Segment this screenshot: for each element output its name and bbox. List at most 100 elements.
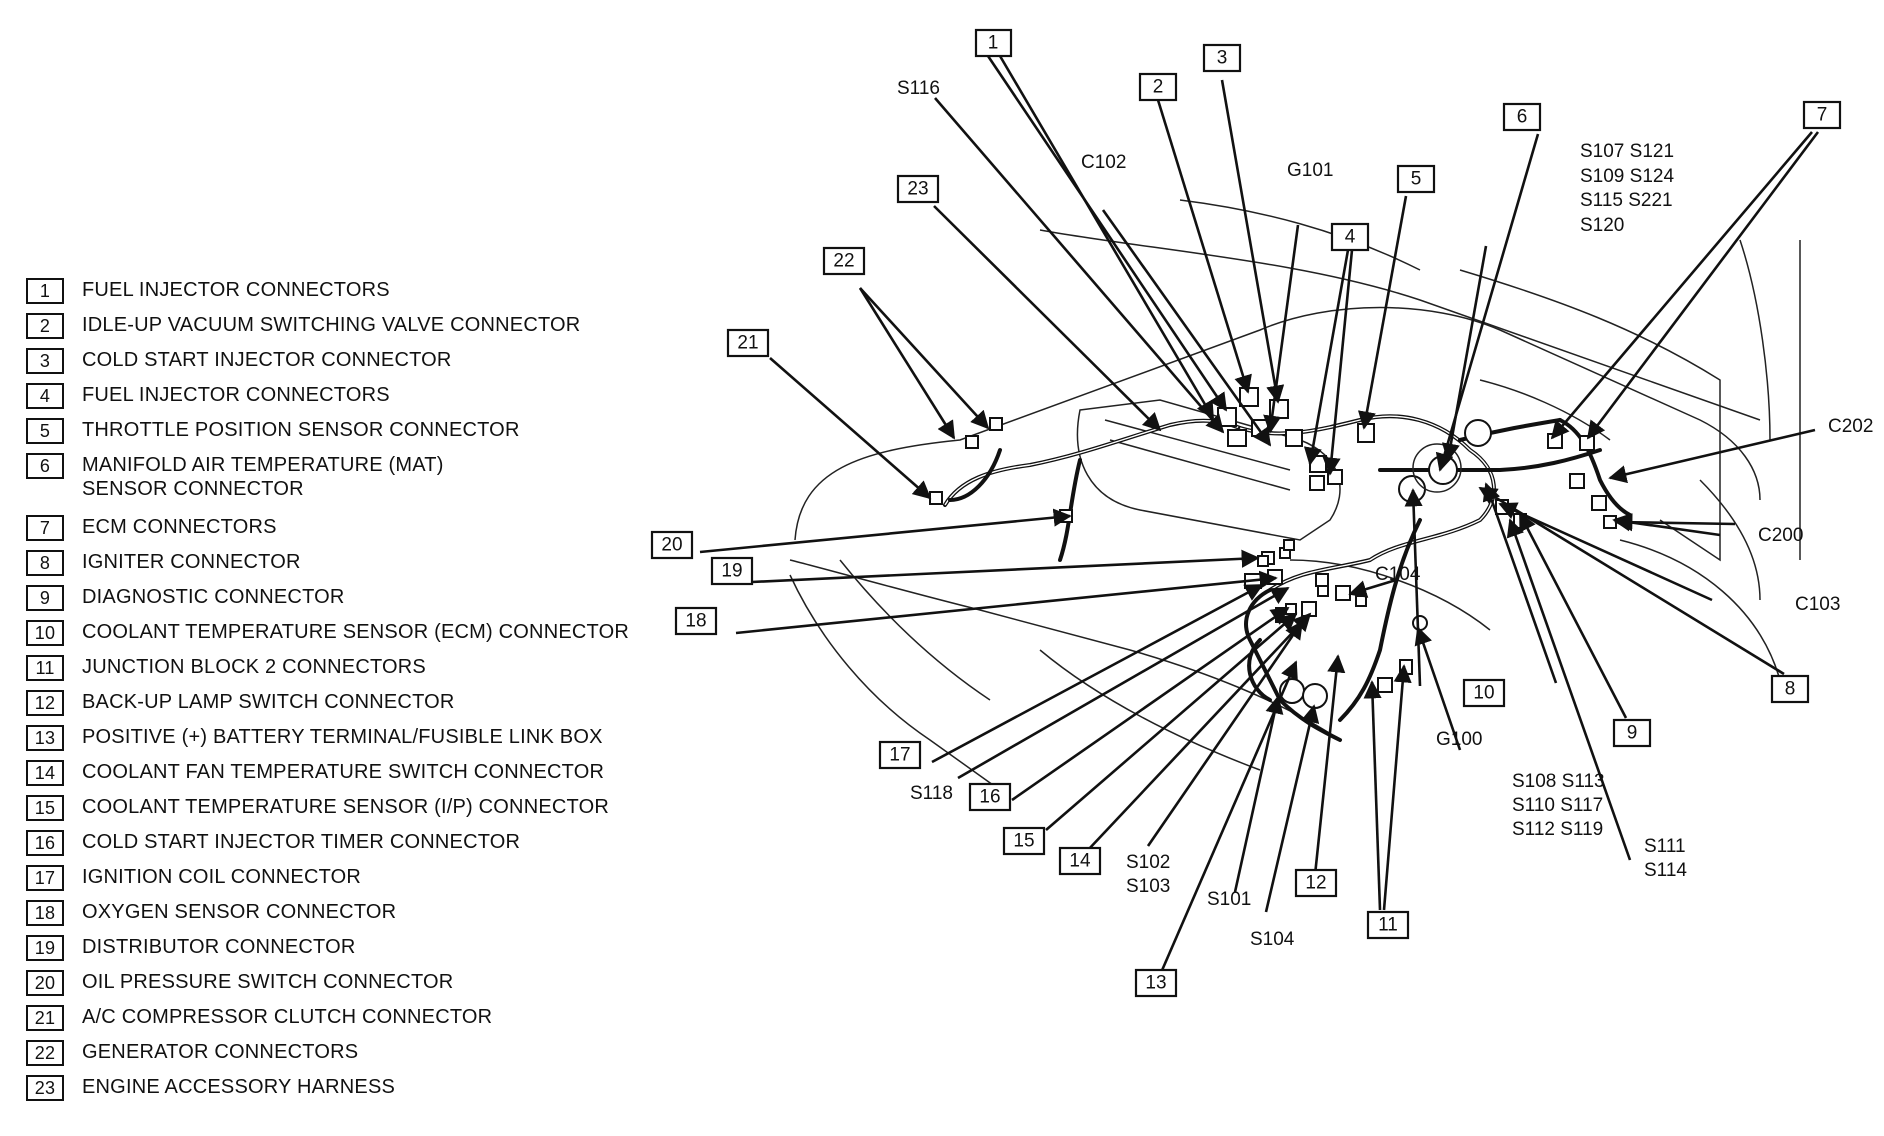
callout-number: 4 (1345, 227, 1356, 248)
legend-item: 1 FUEL INJECTOR CONNECTORS (26, 278, 666, 313)
callout-number: 7 (1817, 105, 1828, 126)
legend-item: 12 BACK-UP LAMP SWITCH CONNECTOR (26, 690, 666, 725)
splice-label-s115-s221: S115 S221 (1580, 190, 1673, 211)
callout-number: 8 (1785, 679, 1796, 700)
splice-label-s114: S114 (1644, 860, 1687, 881)
legend-label: FUEL INJECTOR CONNECTORS (82, 384, 390, 406)
callout-number: 5 (1411, 169, 1422, 190)
legend-item: 8 IGNITER CONNECTOR (26, 550, 666, 585)
callout-12: 12 (1294, 868, 1338, 898)
legend-item: 4 FUEL INJECTOR CONNECTORS (26, 383, 666, 418)
legend-label: IDLE-UP VACUUM SWITCHING VALVE CONNECTOR (82, 314, 581, 336)
splice-label-s116: S116 (897, 78, 940, 99)
callout-13: 13 (1134, 968, 1178, 998)
callout-number: 16 (979, 787, 1000, 808)
legend-number: 20 (26, 970, 64, 996)
callout-number: 14 (1069, 851, 1091, 872)
connector-label-c104: C104 (1375, 564, 1421, 585)
legend-label: MANIFOLD AIR TEMPERATURE (MAT) SENSOR CO… (82, 454, 444, 500)
callout-number: 17 (889, 745, 910, 766)
legend-number: 1 (26, 278, 64, 304)
callout-number: 15 (1013, 831, 1034, 852)
splice-label-s101: S101 (1207, 889, 1251, 910)
callout-7: 7 (1802, 100, 1842, 130)
splice-label-s107-s121: S107 S121 (1580, 141, 1674, 162)
connector-label-c103: C103 (1795, 594, 1840, 615)
callout-17: 17 (878, 740, 922, 770)
callout-number: 13 (1145, 973, 1166, 994)
legend-item: 11 JUNCTION BLOCK 2 CONNECTORS (26, 655, 666, 690)
splice-label-s103: S103 (1126, 876, 1170, 897)
callout-5: 5 (1396, 164, 1436, 194)
callout-number: 9 (1627, 723, 1638, 744)
callout-number: 11 (1378, 915, 1398, 936)
legend-number: 21 (26, 1005, 64, 1031)
legend-label: IGNITER CONNECTOR (82, 551, 301, 573)
legend-number: 4 (26, 383, 64, 409)
legend-label: COLD START INJECTOR CONNECTOR (82, 349, 452, 371)
callout-23: 23 (896, 174, 940, 204)
callout-9: 9 (1612, 718, 1652, 748)
legend-number: 12 (26, 690, 64, 716)
callout-number: 18 (685, 611, 706, 632)
callout-3: 3 (1202, 43, 1242, 73)
legend-number: 17 (26, 865, 64, 891)
splice-label-s112-s119: S112 S119 (1512, 819, 1603, 840)
legend-label: JUNCTION BLOCK 2 CONNECTORS (82, 656, 426, 678)
callout-15: 15 (1002, 826, 1046, 856)
legend-label: POSITIVE (+) BATTERY TERMINAL/FUSIBLE LI… (82, 726, 603, 748)
legend-number: 8 (26, 550, 64, 576)
callout-number: 20 (661, 535, 682, 556)
connector-label-c202: C202 (1828, 416, 1873, 437)
callout-21: 21 (726, 328, 770, 358)
callout-2: 2 (1138, 72, 1178, 102)
callout-20: 20 (650, 530, 694, 560)
splice-label-s102: S102 (1126, 852, 1170, 873)
splice-label-s118: S118 (910, 783, 953, 804)
legend-label: ENGINE ACCESSORY HARNESS (82, 1076, 396, 1098)
legend-number: 11 (26, 655, 64, 681)
splice-label-s109-s124: S109 S124 (1580, 166, 1674, 187)
legend-label: BACK-UP LAMP SWITCH CONNECTOR (82, 691, 455, 713)
callout-10: 10 (1462, 678, 1506, 708)
callout-8: 8 (1770, 674, 1810, 704)
callout-4: 4 (1330, 222, 1370, 252)
legend-number: 10 (26, 620, 64, 646)
legend-label: COOLANT TEMPERATURE SENSOR (ECM) CONNECT… (82, 621, 629, 643)
legend-number: 18 (26, 900, 64, 926)
splice-label-s120: S120 (1580, 215, 1624, 236)
ground-label-g101: G101 (1287, 160, 1333, 181)
callout-number: 2 (1153, 77, 1164, 98)
callout-number: 3 (1217, 48, 1228, 69)
legend-number: 16 (26, 830, 64, 856)
callout-number: 23 (907, 179, 928, 200)
callout-1: 1 (974, 28, 1013, 58)
callout-number: 21 (737, 333, 758, 354)
legend-label: ECM CONNECTORS (82, 516, 277, 538)
callout-16: 16 (968, 782, 1012, 812)
legend-number: 14 (26, 760, 64, 786)
legend-label: FUEL INJECTOR CONNECTORS (82, 279, 390, 301)
callout-22: 22 (822, 246, 866, 276)
engine-compartment-outline (789, 199, 1801, 791)
callout-18: 18 (674, 606, 718, 636)
callout-number: 6 (1517, 107, 1528, 128)
callout-number: 19 (721, 561, 742, 582)
callout-6: 6 (1502, 102, 1542, 132)
